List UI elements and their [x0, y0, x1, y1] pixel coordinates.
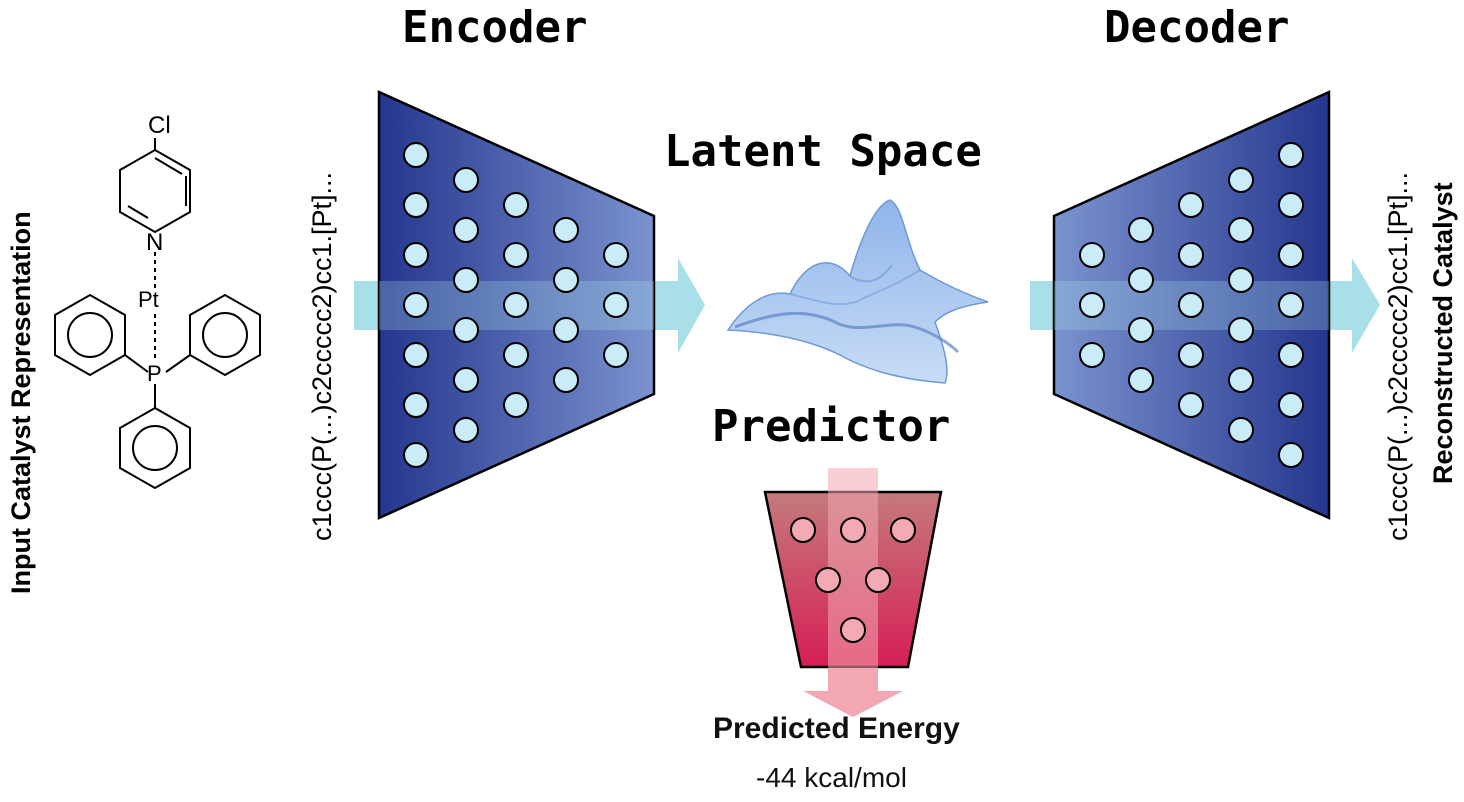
- neuron: [1278, 342, 1304, 368]
- neuron: [1228, 167, 1254, 193]
- neuron: [1178, 292, 1204, 318]
- neuron: [603, 242, 629, 268]
- neuron: [553, 217, 579, 243]
- neuron: [603, 342, 629, 368]
- neuron: [453, 367, 479, 393]
- neuron: [1228, 217, 1254, 243]
- neuron: [553, 317, 579, 343]
- predictor-output-arrow: [803, 668, 903, 717]
- neuron: [503, 192, 529, 218]
- encoder-title: Encoder: [402, 2, 588, 53]
- atom-pt-label: Pt: [138, 287, 159, 312]
- neuron: [1278, 292, 1304, 318]
- neuron: [1079, 242, 1105, 268]
- predictor-title: Predictor: [712, 401, 951, 452]
- neuron: [1128, 367, 1154, 393]
- neuron: [403, 142, 429, 168]
- predicted-energy-label: Predicted Energy: [713, 712, 960, 745]
- decoder-neurons: [1079, 142, 1304, 468]
- neuron: [1278, 242, 1304, 268]
- neuron: [1278, 192, 1304, 218]
- neuron: [503, 242, 529, 268]
- neuron: [453, 267, 479, 293]
- latent-space-title: Latent Space: [664, 126, 982, 177]
- neuron: [1079, 342, 1105, 368]
- predictor-neuron: [815, 567, 841, 593]
- neuron: [1278, 392, 1304, 418]
- predictor-neuron: [840, 517, 866, 543]
- neuron: [1128, 317, 1154, 343]
- latent-surface-icon: [726, 199, 989, 384]
- neuron: [403, 442, 429, 468]
- neuron: [453, 317, 479, 343]
- neuron: [403, 192, 429, 218]
- encoder-neurons: [403, 142, 629, 468]
- neuron: [553, 267, 579, 293]
- neuron: [503, 292, 529, 318]
- neuron: [403, 242, 429, 268]
- atom-n-label: N: [146, 229, 163, 256]
- neuron: [1128, 217, 1154, 243]
- decoder-title: Decoder: [1104, 2, 1290, 53]
- neuron: [1178, 242, 1204, 268]
- predicted-energy-value: -44 kcal/mol: [756, 762, 907, 793]
- predictor-neurons: [790, 517, 916, 643]
- predictor-neuron: [790, 517, 816, 543]
- neuron: [553, 367, 579, 393]
- neuron: [1178, 392, 1204, 418]
- predictor-neuron: [890, 517, 916, 543]
- catalyst-structure-icon: [54, 138, 261, 490]
- neuron: [503, 392, 529, 418]
- neuron: [403, 392, 429, 418]
- neuron: [603, 292, 629, 318]
- predictor-neuron: [865, 567, 891, 593]
- neuron: [1128, 267, 1154, 293]
- neuron: [453, 167, 479, 193]
- neuron: [453, 417, 479, 443]
- neuron: [1228, 317, 1254, 343]
- atom-p-label: P: [147, 361, 162, 386]
- predictor-neuron: [840, 617, 866, 643]
- atom-cl-label: Cl: [148, 112, 171, 139]
- neuron: [1228, 367, 1254, 393]
- neuron: [1278, 442, 1304, 468]
- neuron: [1178, 342, 1204, 368]
- neuron: [1278, 142, 1304, 168]
- neuron: [1228, 267, 1254, 293]
- neuron: [403, 292, 429, 318]
- neuron: [453, 217, 479, 243]
- neuron: [1079, 292, 1105, 318]
- neuron: [503, 342, 529, 368]
- neuron: [1178, 192, 1204, 218]
- neuron: [403, 342, 429, 368]
- neuron: [1228, 417, 1254, 443]
